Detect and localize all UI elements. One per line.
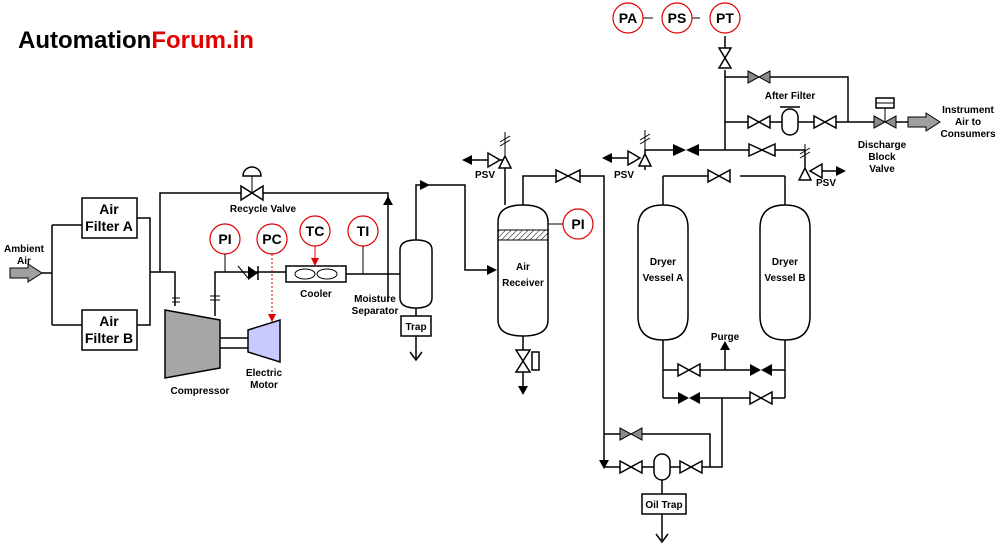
recycle-valve: Recycle Valve bbox=[230, 166, 297, 215]
svg-text:Receiver: Receiver bbox=[502, 278, 544, 289]
pt-transmitter: PT bbox=[709, 2, 741, 34]
svg-text:Vessel B: Vessel B bbox=[764, 273, 805, 284]
trap-1: Trap bbox=[400, 315, 432, 337]
dryer-a-psv: PSV bbox=[602, 130, 653, 181]
svg-text:Compressor: Compressor bbox=[171, 386, 230, 397]
ti-indicator: TI bbox=[347, 215, 379, 247]
pa-alarm: PA bbox=[612, 2, 644, 34]
dryer-vessel-a: Dryer Vessel A bbox=[637, 204, 689, 341]
svg-text:Vessel A: Vessel A bbox=[643, 273, 684, 284]
svg-text:Air to: Air to bbox=[955, 117, 981, 128]
ambient-air-inlet: Ambient Air bbox=[4, 244, 45, 283]
svg-text:Air: Air bbox=[17, 256, 31, 267]
inlet-arrow-icon bbox=[9, 263, 43, 283]
actuator-icon bbox=[242, 166, 262, 177]
svg-text:Filter B: Filter B bbox=[85, 330, 133, 346]
receiver-psv: PSV bbox=[475, 132, 513, 181]
svg-text:Consumers: Consumers bbox=[940, 129, 995, 140]
svg-text:Oil Trap: Oil Trap bbox=[645, 500, 682, 511]
air-receiver: Air Receiver bbox=[497, 204, 549, 337]
svg-text:PC: PC bbox=[262, 231, 281, 247]
svg-text:Block: Block bbox=[868, 152, 896, 163]
instrument-air-to-consumers: Instrument Air to Consumers bbox=[940, 105, 995, 140]
compressor: Compressor bbox=[164, 297, 230, 397]
svg-text:PI: PI bbox=[218, 231, 231, 247]
svg-text:PSV: PSV bbox=[816, 178, 836, 189]
svg-text:Air: Air bbox=[99, 201, 119, 217]
electric-motor: Electric Motor bbox=[246, 318, 283, 391]
brand-logo: AutomationForum.in bbox=[18, 27, 254, 54]
air-filter-a: Air Filter A bbox=[81, 197, 138, 239]
svg-text:PS: PS bbox=[668, 10, 687, 26]
dryer-vessel-b: Dryer Vessel B bbox=[759, 204, 811, 341]
svg-text:Motor: Motor bbox=[250, 380, 278, 391]
svg-text:Air: Air bbox=[516, 262, 530, 273]
pc-controller: PC bbox=[256, 223, 288, 255]
check-valve bbox=[237, 265, 259, 280]
svg-text:PA: PA bbox=[619, 10, 637, 26]
svg-text:Dryer: Dryer bbox=[650, 257, 676, 268]
svg-text:Discharge: Discharge bbox=[858, 140, 907, 151]
svg-text:TC: TC bbox=[306, 223, 325, 239]
outlet-arrow-icon bbox=[907, 112, 941, 132]
receiver-pi-indicator: PI bbox=[562, 208, 594, 240]
svg-text:Cooler: Cooler bbox=[300, 289, 332, 300]
dryer-b-psv: PSV bbox=[797, 144, 846, 189]
svg-text:PT: PT bbox=[716, 10, 734, 26]
svg-text:Recycle Valve: Recycle Valve bbox=[230, 204, 297, 215]
svg-text:Separator: Separator bbox=[352, 306, 399, 317]
svg-text:TI: TI bbox=[357, 223, 369, 239]
tc-controller: TC bbox=[299, 215, 331, 247]
svg-text:Ambient: Ambient bbox=[4, 244, 45, 255]
pi-indicator: PI bbox=[209, 223, 241, 255]
svg-text:Purge: Purge bbox=[711, 332, 740, 343]
svg-text:Instrument: Instrument bbox=[942, 105, 994, 116]
svg-text:Filter A: Filter A bbox=[85, 218, 133, 234]
svg-text:Trap: Trap bbox=[405, 322, 426, 333]
svg-text:After Filter: After Filter bbox=[765, 91, 816, 102]
svg-text:Air: Air bbox=[99, 313, 119, 329]
svg-text:Valve: Valve bbox=[869, 164, 895, 175]
discharge-block-valve: Discharge Block Valve bbox=[858, 97, 907, 175]
svg-text:PSV: PSV bbox=[614, 170, 634, 181]
svg-text:Electric: Electric bbox=[246, 368, 283, 379]
svg-text:Moisture: Moisture bbox=[354, 294, 396, 305]
svg-text:PI: PI bbox=[571, 216, 584, 232]
cooler: Cooler bbox=[285, 265, 347, 300]
svg-text:PSV: PSV bbox=[475, 170, 495, 181]
air-filter-b: Air Filter B bbox=[81, 309, 138, 351]
after-filter: After Filter bbox=[765, 91, 816, 136]
moisture-separator: Moisture Separator bbox=[352, 239, 433, 317]
svg-text:Dryer: Dryer bbox=[772, 257, 798, 268]
oil-trap: Oil Trap bbox=[641, 453, 687, 544]
ps-switch: PS bbox=[661, 2, 693, 34]
